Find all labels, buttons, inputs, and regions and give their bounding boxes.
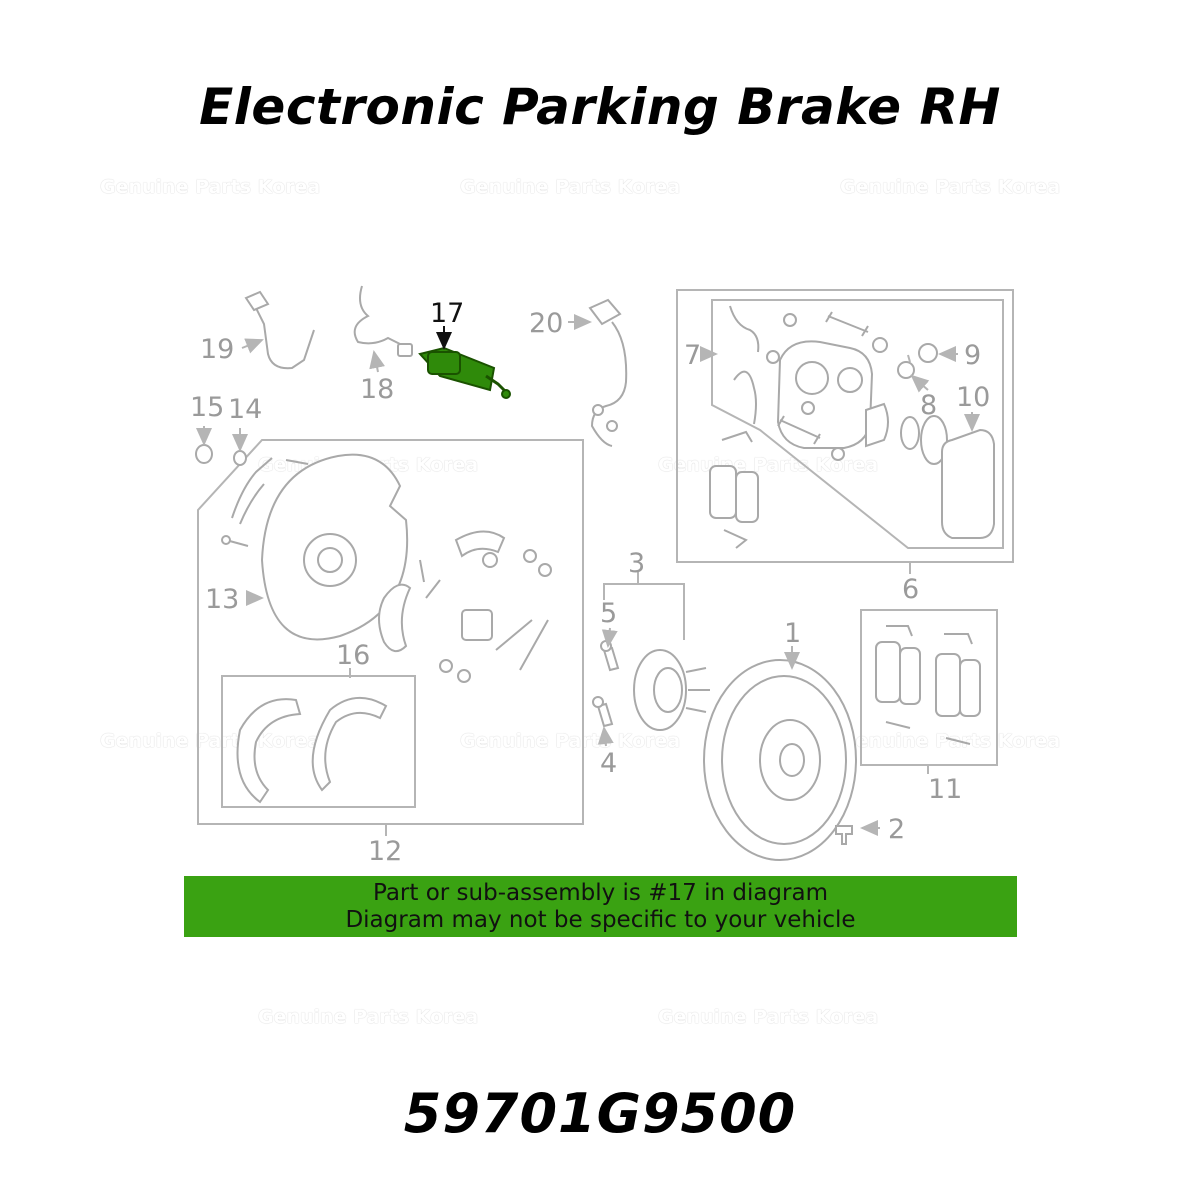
watermark: Genuine Parts Korea bbox=[460, 176, 681, 198]
page-title: Electronic Parking Brake RH bbox=[199, 78, 1001, 136]
callout-14: 14 bbox=[228, 394, 262, 425]
callout-4: 4 bbox=[600, 748, 617, 779]
callout-13: 13 bbox=[205, 584, 239, 615]
callout-1: 1 bbox=[784, 618, 801, 649]
watermark: Genuine Parts Korea bbox=[460, 730, 681, 752]
callout-leaders bbox=[196, 314, 980, 836]
callout-15: 15 bbox=[190, 392, 224, 423]
small-parts bbox=[195, 444, 247, 466]
callout-3: 3 bbox=[628, 548, 645, 579]
banner-line-1: Part or sub-assembly is #17 in diagram bbox=[373, 880, 828, 906]
hub-and-rotor bbox=[592, 572, 857, 861]
epb-actuator-highlight[interactable] bbox=[418, 346, 511, 399]
callout-2: 2 bbox=[888, 814, 905, 845]
callout-17: 17 bbox=[430, 298, 464, 329]
watermark: Genuine Parts Korea bbox=[658, 1006, 879, 1028]
watermark: Genuine Parts Korea bbox=[258, 1006, 479, 1028]
backing-plate-group bbox=[197, 439, 584, 825]
info-banner: Part or sub-assembly is #17 in diagram D… bbox=[184, 876, 1017, 937]
callout-18: 18 bbox=[360, 374, 394, 405]
banner-line-2: Diagram may not be specific to your vehi… bbox=[345, 907, 856, 933]
callout-11: 11 bbox=[928, 774, 962, 805]
part-number: 59701G9500 bbox=[403, 1082, 797, 1145]
callout-6: 6 bbox=[902, 574, 919, 605]
watermark: Genuine Parts Korea bbox=[840, 730, 1061, 752]
shoe-kit-group bbox=[221, 675, 416, 808]
callout-7: 7 bbox=[684, 340, 701, 371]
callout-12: 12 bbox=[368, 836, 402, 867]
sensors-and-hoses bbox=[244, 285, 628, 447]
callout-5: 5 bbox=[600, 598, 617, 629]
watermark: Genuine Parts Korea bbox=[840, 176, 1061, 198]
caliper-assembly-group bbox=[676, 289, 1014, 563]
pad-kit-group bbox=[860, 609, 998, 766]
callout-20: 20 bbox=[529, 308, 563, 339]
watermark: Genuine Parts Korea bbox=[100, 176, 321, 198]
callout-9: 9 bbox=[964, 340, 981, 371]
callout-10: 10 bbox=[956, 382, 990, 413]
callout-19: 19 bbox=[200, 334, 234, 365]
callout-16: 16 bbox=[336, 640, 370, 671]
callout-8: 8 bbox=[920, 390, 937, 421]
watermark: Genuine Parts Korea bbox=[100, 730, 321, 752]
